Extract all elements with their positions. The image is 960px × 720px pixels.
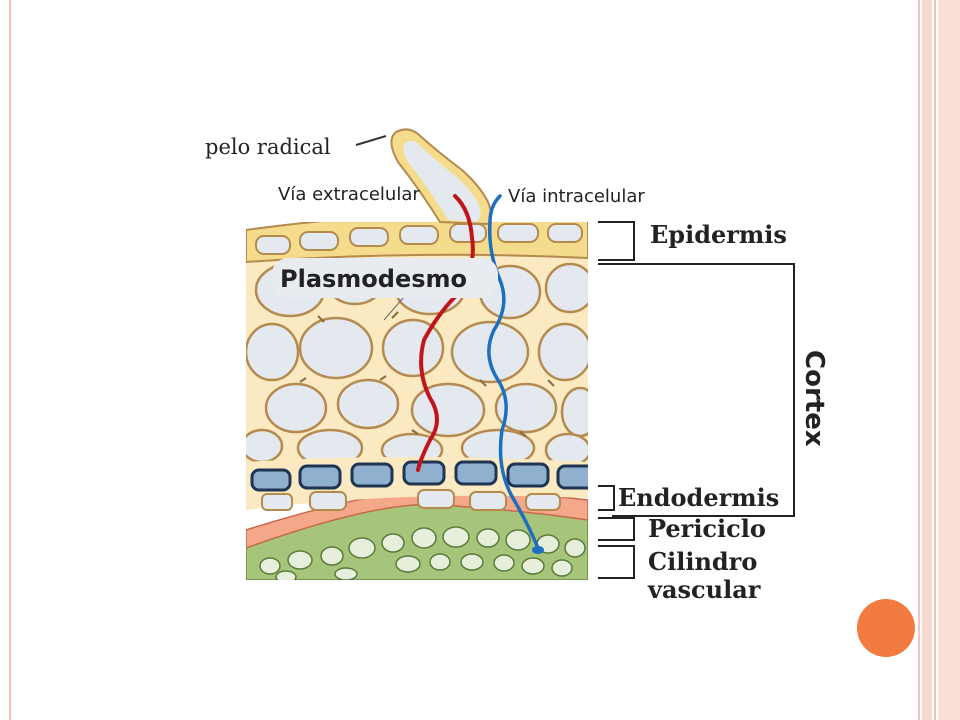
- root-hair-leader-line: [355, 135, 387, 146]
- slide-frame-band-right: [922, 0, 932, 720]
- pericycle-bracket: [598, 517, 635, 541]
- slide-frame-line-left: [9, 0, 11, 720]
- vascular-cells: [259, 526, 586, 580]
- intracellular-pathway-end-icon: [532, 546, 544, 554]
- extracellular-pathway-label: Vía extracelular: [278, 184, 420, 205]
- vascular-label-line2: vascular: [647, 575, 761, 604]
- intracellular-pathway-label: Vía intracelular: [508, 186, 645, 207]
- vascular-bracket: [598, 545, 635, 579]
- endodermis-cells: [250, 460, 588, 492]
- root-hair-label: pelo radical: [205, 135, 331, 159]
- cortex-bracket: [598, 263, 795, 517]
- epidermis-bracket: [598, 221, 635, 261]
- epidermis-cells: [255, 223, 583, 255]
- endodermis-label: Endodermis: [618, 483, 779, 512]
- pericycle-upper-cells: [261, 489, 561, 511]
- slide-frame-line-right-1: [918, 0, 920, 720]
- slide-frame-band-edge: [938, 0, 960, 720]
- plasmodesm-label-bg: [272, 258, 498, 298]
- cortex-label: Cortex: [799, 350, 829, 447]
- plasmodesmata-marks: [299, 311, 555, 437]
- extracellular-pathway: [416, 194, 475, 472]
- accent-dot: [857, 599, 915, 657]
- endodermis-bracket: [598, 485, 615, 511]
- intracellular-pathway: [487, 194, 540, 550]
- slide-frame-line-right-2: [934, 0, 936, 720]
- layer-brackets: [598, 221, 795, 579]
- epidermis-label: Epidermis: [650, 220, 787, 249]
- plasmodesm-label: Plasmodesmo: [280, 265, 467, 293]
- vascular-label-line1: Cilindro: [648, 547, 757, 576]
- pericycle-label: Periciclo: [648, 514, 766, 543]
